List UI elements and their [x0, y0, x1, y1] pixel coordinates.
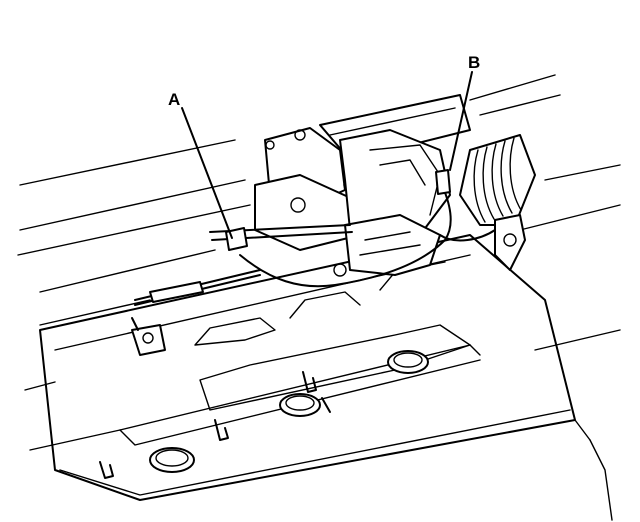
valve-cover: [39, 234, 576, 501]
callout-a-label: A: [168, 90, 180, 109]
connector-b: [435, 169, 451, 195]
spark-plug-wells: [149, 350, 429, 473]
callout-b: B: [449, 53, 480, 171]
callout-a: A: [168, 90, 233, 239]
callout-b-label: B: [468, 53, 480, 72]
cable-bracket: [131, 317, 166, 356]
throttle-body-assembly: [230, 94, 471, 277]
wire-clips: [99, 371, 331, 479]
air-intake-hose: [459, 134, 536, 271]
engine-bay-lines: [17, 74, 621, 521]
